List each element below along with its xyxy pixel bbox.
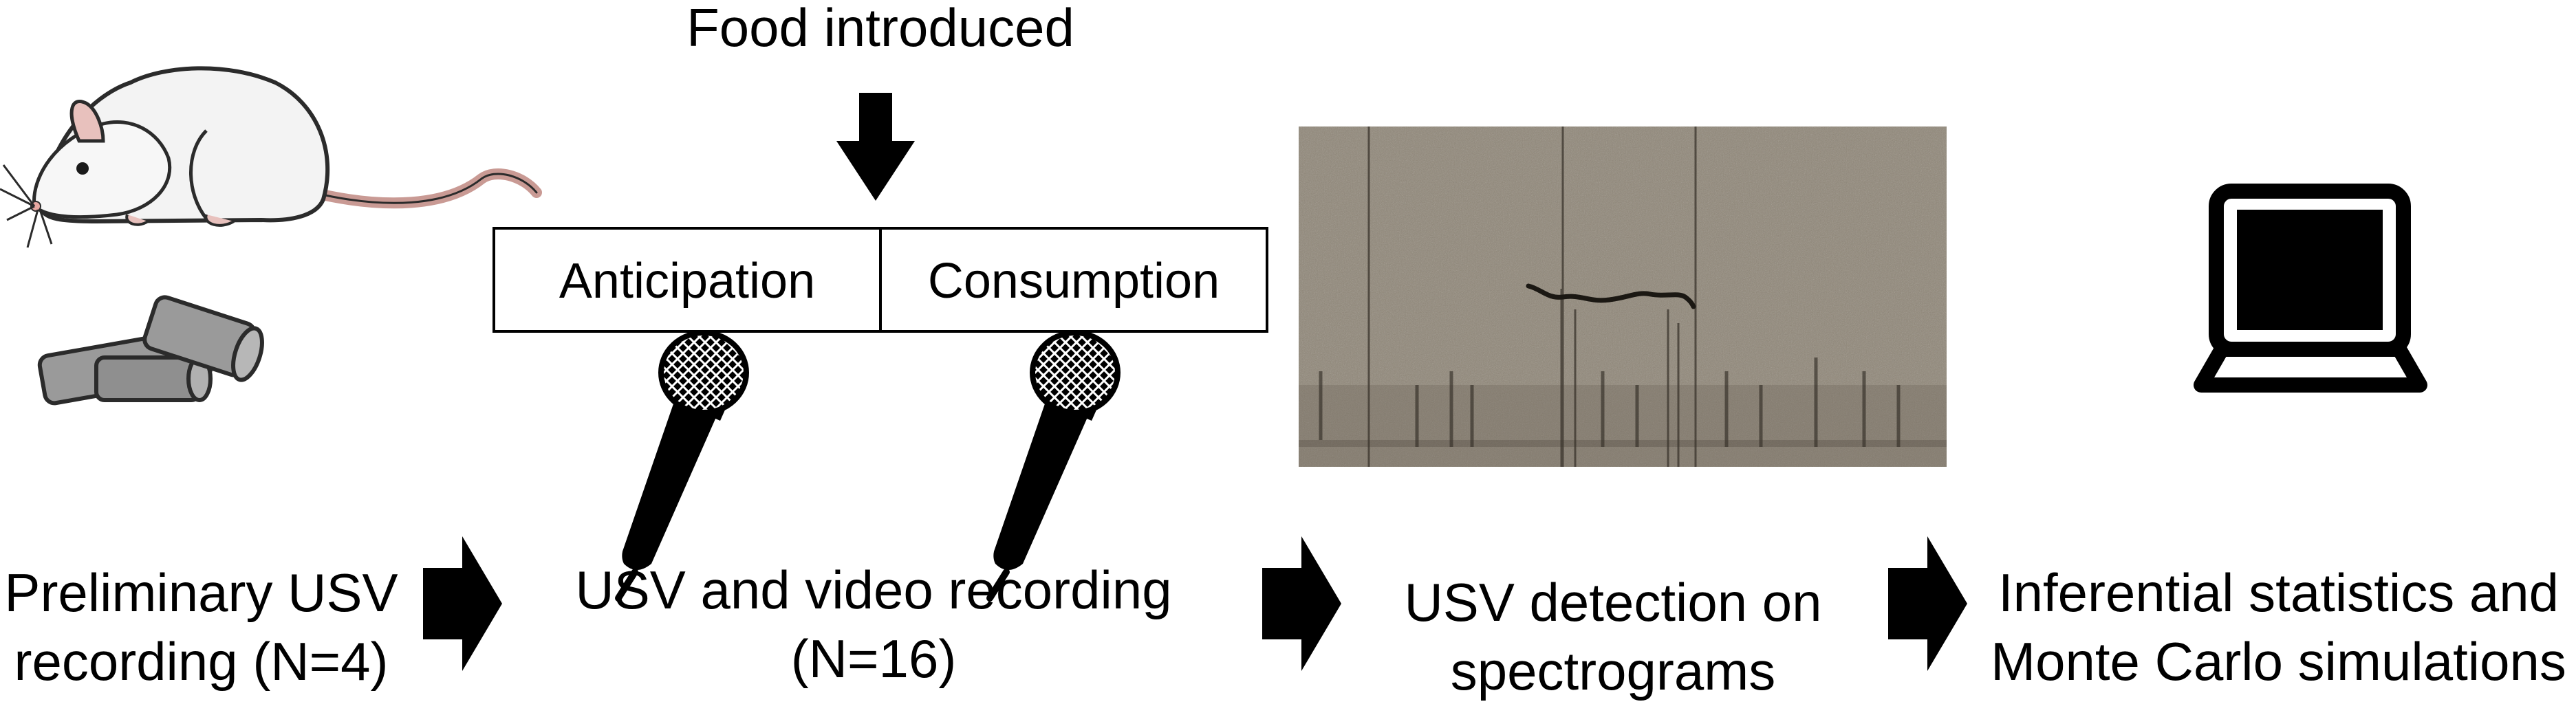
spectrogram-image [1299,126,1947,467]
step-1-line1: Preliminary USV [4,562,398,623]
right-arrow-icon [423,536,502,671]
right-arrow-icon [1262,536,1341,671]
anticipation-label: Anticipation [559,254,816,309]
down-arrow-icon [836,93,915,201]
right-arrow-icon [1888,536,1967,671]
step-4-line2: Monte Carlo simulations [1991,631,2566,692]
consumption-label: Consumption [927,254,1220,309]
step-3-line1: USV detection on [1404,572,1822,632]
step-2-line2: (N=16) [790,628,957,689]
step-1-line2: recording (N=4) [14,631,389,692]
rat-icon [0,66,542,248]
food-introduced-label: Food introduced [686,0,1074,58]
phase-box [493,227,1268,333]
step-2-line1: USV and video recording [575,560,1172,620]
step-4-line1: Inferential statistics and [1998,562,2559,623]
cylinder-pellets-icon [37,295,264,406]
step-3-line2: spectrograms [1450,641,1776,701]
laptop-icon [2194,184,2427,393]
